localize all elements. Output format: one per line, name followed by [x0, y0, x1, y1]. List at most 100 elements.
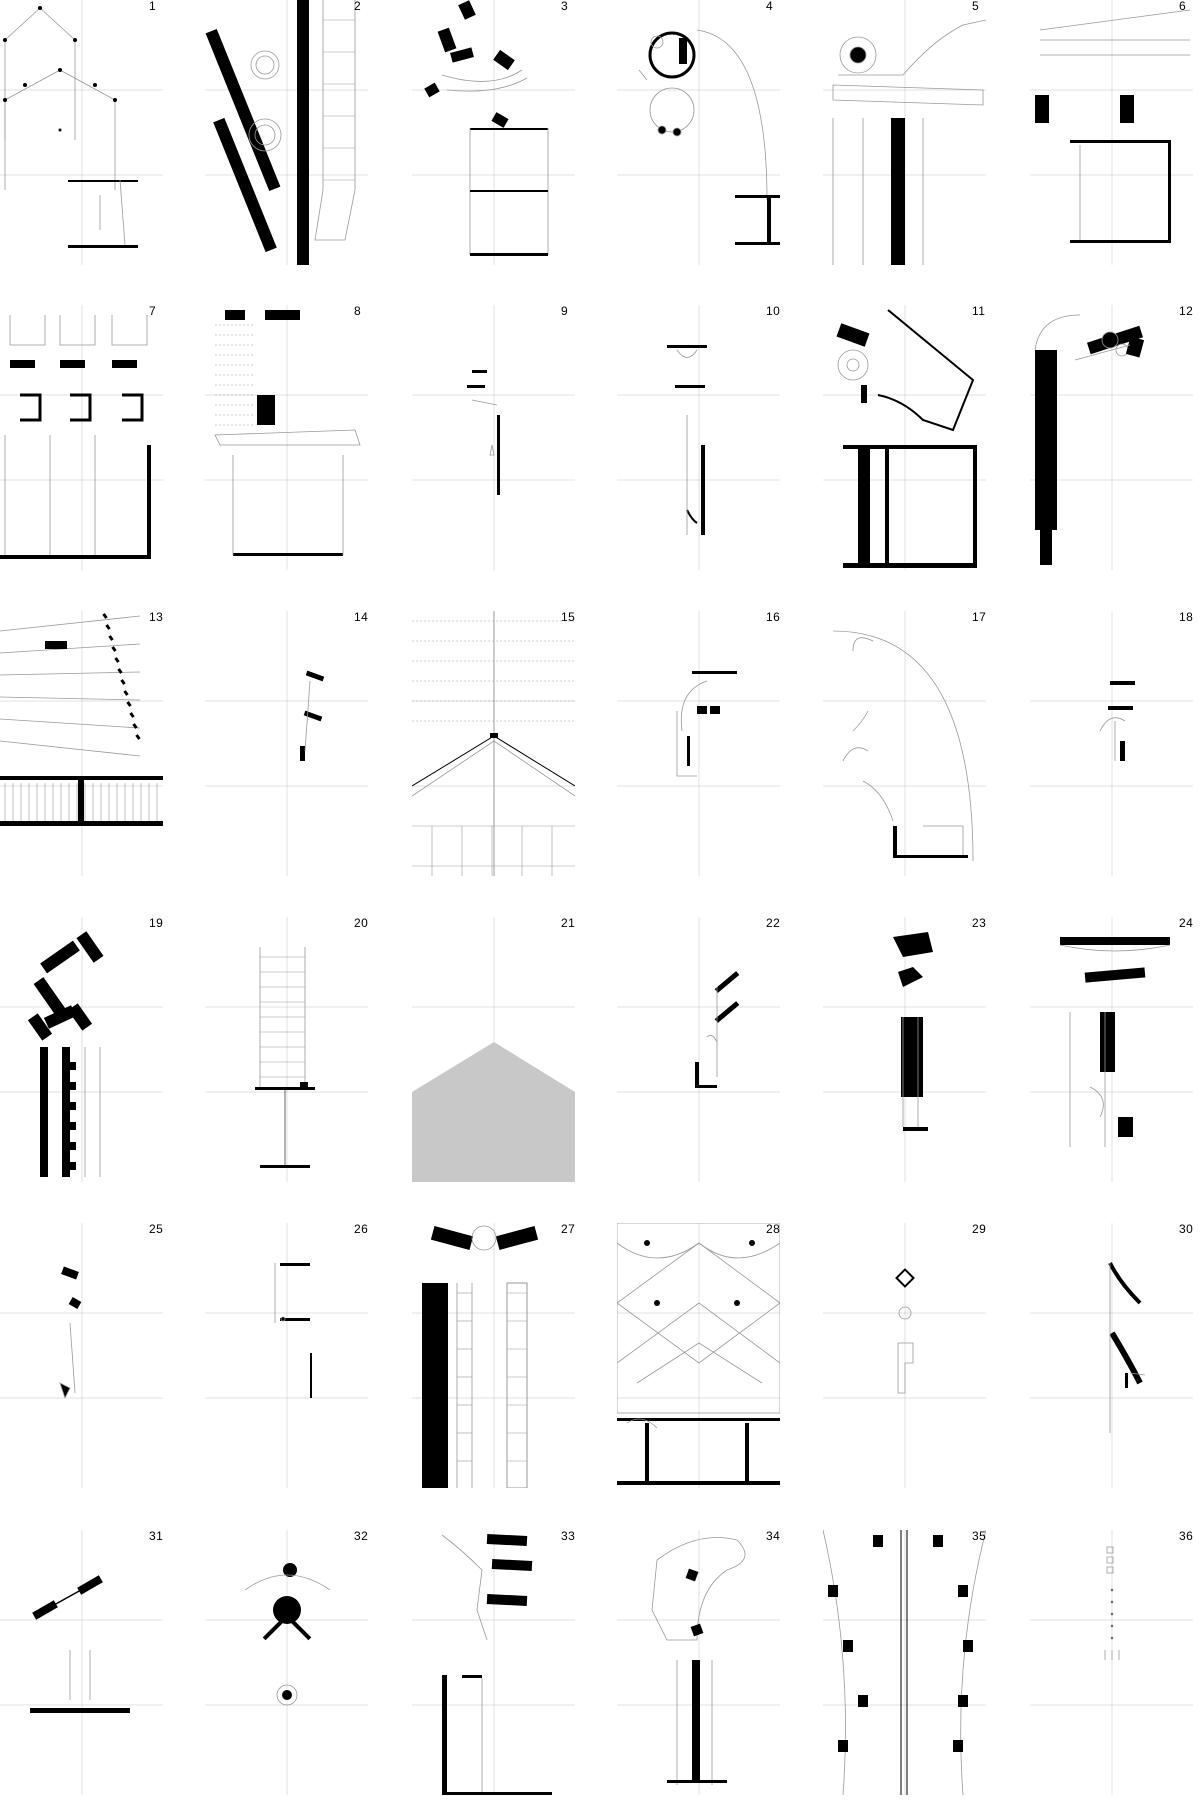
panel-number: 36 — [1179, 1530, 1193, 1542]
small-shards-drawing — [0, 1223, 163, 1488]
rotated-i-beams-drawing — [0, 917, 163, 1182]
panel-number: 20 — [354, 917, 368, 929]
panel-number: 2 — [354, 0, 362, 12]
panel-number: 4 — [766, 0, 774, 12]
panel-number: 3 — [561, 0, 569, 12]
roof-plan-with-wall-drawing — [205, 305, 368, 570]
panel-7: 7 — [0, 305, 163, 570]
panel-number: 9 — [561, 305, 569, 317]
panel-12: 12 — [1030, 305, 1193, 570]
panel-11: 11 — [823, 305, 986, 570]
panel-36: 36 — [1030, 1530, 1193, 1795]
panel-23: 23 — [823, 917, 986, 1182]
stacked-bars-drawing — [1030, 611, 1193, 876]
panel-number: 21 — [561, 917, 575, 929]
arcs-and-base-drawing — [823, 611, 986, 876]
panel-15: 15 — [412, 611, 575, 876]
grey-house-silhouette-drawing — [412, 917, 575, 1182]
diamond-circle-post-drawing — [823, 1223, 986, 1488]
panel-number: 25 — [149, 1223, 163, 1235]
gable-truss-drawing — [412, 611, 575, 876]
lattice-grid-drawing — [617, 1223, 780, 1488]
panel-20: 20 — [205, 917, 368, 1182]
panel-number: 23 — [972, 917, 986, 929]
tilted-slab-and-column-drawing — [205, 0, 368, 265]
panel-1: 1 — [0, 0, 163, 265]
panel-number: 27 — [561, 1223, 575, 1235]
panel-number: 6 — [1179, 0, 1187, 12]
small-joint-drawing — [617, 611, 780, 876]
small-fragments-drawing — [205, 611, 368, 876]
column-with-rotated-beam-drawing — [823, 305, 986, 570]
panel-number: 10 — [766, 305, 780, 317]
panel-number: 16 — [766, 611, 780, 623]
panel-33: 33 — [412, 1530, 575, 1795]
tall-pier-and-bracket-drawing — [1030, 305, 1193, 570]
panel-25: 25 — [0, 1223, 163, 1488]
minimal-pier-drawing — [412, 305, 575, 570]
ball-joints-drawing — [205, 1530, 368, 1795]
curved-bracket-pier-drawing — [823, 917, 986, 1182]
panel-31: 31 — [0, 1530, 163, 1795]
panel-number: 8 — [354, 305, 362, 317]
vaulted-corridor-drawing — [823, 1530, 986, 1795]
panel-32: 32 — [205, 1530, 368, 1795]
panel-number: 14 — [354, 611, 368, 623]
panel-9: 9 — [412, 305, 575, 570]
thin-rod-connection-drawing — [205, 1223, 368, 1488]
panel-number: 19 — [149, 917, 163, 929]
pier-with-arcs-drawing — [617, 305, 780, 570]
bow-tie-beam-and-wall-drawing — [412, 1223, 575, 1488]
curved-cantilever-drawing — [1030, 1223, 1193, 1488]
panel-number: 34 — [766, 1530, 780, 1542]
panel-3: 3 — [412, 0, 575, 265]
panel-number: 29 — [972, 1223, 986, 1235]
fan-roof-and-floor-drawing — [0, 611, 163, 876]
panel-34: 34 — [617, 1530, 780, 1795]
panel-number: 33 — [561, 1530, 575, 1542]
panel-18: 18 — [1030, 611, 1193, 876]
panel-29: 29 — [823, 1223, 986, 1488]
panel-number: 35 — [972, 1530, 986, 1542]
panel-number: 28 — [766, 1223, 780, 1235]
diagonal-bars-drawing — [617, 917, 780, 1182]
panel-19: 19 — [0, 917, 163, 1182]
bean-plan-and-column-drawing — [617, 1530, 780, 1795]
scattered-blocks-curved-stair-drawing — [412, 0, 575, 265]
panel-number: 24 — [1179, 917, 1193, 929]
layered-cap-pier-drawing — [1030, 917, 1193, 1182]
stacked-tilted-slabs-drawing — [412, 1530, 575, 1795]
panel-number: 1 — [149, 0, 157, 12]
panel-number: 5 — [972, 0, 980, 12]
panel-27: 27 — [412, 1223, 575, 1488]
panel-30: 30 — [1030, 1223, 1193, 1488]
panel-number: 30 — [1179, 1223, 1193, 1235]
panel-10: 10 — [617, 305, 780, 570]
repeating-frames-drawing — [0, 305, 163, 570]
panel-8: 8 — [205, 305, 368, 570]
panel-22: 22 — [617, 917, 780, 1182]
round-stair-plan-drawing — [617, 0, 780, 265]
panel-26: 26 — [205, 1223, 368, 1488]
panel-24: 24 — [1030, 917, 1193, 1182]
diagonal-rod-on-base-drawing — [0, 1530, 163, 1795]
panel-number: 26 — [354, 1223, 368, 1235]
ladder-tower-drawing — [205, 917, 368, 1182]
panel-number: 11 — [972, 305, 986, 317]
panel-6: 6 — [1030, 0, 1193, 265]
panel-4: 4 — [617, 0, 780, 265]
panel-number: 12 — [1179, 305, 1193, 317]
panel-number: 17 — [972, 611, 986, 623]
panel-28: 28 — [617, 1223, 780, 1488]
panel-14: 14 — [205, 611, 368, 876]
panel-35: 35 — [823, 1530, 986, 1795]
panel-number: 13 — [149, 611, 163, 623]
panel-number: 22 — [766, 917, 780, 929]
panel-number: 32 — [354, 1530, 368, 1542]
gothic-arch-section-drawing — [0, 0, 163, 265]
panel-number: 31 — [149, 1530, 163, 1542]
panel-21: 21 — [412, 917, 575, 1182]
panel-number: 18 — [1179, 611, 1193, 623]
panel-13: 13 — [0, 611, 163, 876]
